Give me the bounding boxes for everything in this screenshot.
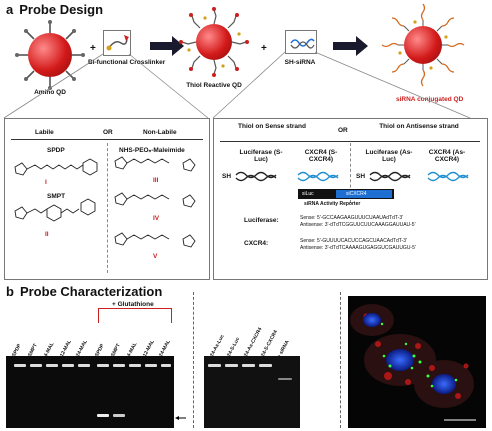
sirna-duplexes [235, 171, 469, 182]
numeral-v: V [153, 253, 158, 260]
glutathione-label: + Glutathione [110, 301, 156, 308]
cx-sense-seq: Sense: 5'-GUUUUCACUCCAGCUAACAdTdT-3' [300, 238, 407, 244]
header-rule-left [11, 139, 203, 140]
labile-header: Labile [35, 129, 54, 136]
sh-sirna-box [285, 30, 317, 54]
sh-label-1: SH [222, 173, 232, 180]
numeral-ii: II [45, 231, 49, 238]
thiol-qd-sphere [196, 24, 232, 60]
gel-band [46, 364, 58, 367]
antisense-title: Thiol on Antisense strand [379, 123, 459, 130]
gel-band [161, 364, 171, 367]
fluorescence-micrograph [348, 296, 486, 428]
gel-band [62, 364, 74, 367]
reporter-bar: siLuc siCXCR4 [298, 189, 394, 199]
cell-image [350, 304, 476, 421]
conj-qd-sirnas [381, 3, 465, 87]
gel-band [259, 364, 272, 367]
gel-image-2 [204, 356, 300, 428]
sirna-icon [290, 38, 315, 49]
sh-label-2: SH [356, 173, 366, 180]
gel-band [30, 364, 42, 367]
gel-band [208, 364, 221, 367]
glutathione-bracket [98, 308, 172, 323]
siluc-segment: siLuc [302, 191, 314, 197]
gel-band [225, 364, 238, 367]
spdp-name: SPDP [47, 147, 65, 154]
released-sirna-band [113, 414, 125, 417]
gel-band [14, 364, 26, 367]
cx-antisense-seq: Antisense: 3'-dTdTCAAAAGUGAGGUCGAUUGU-5' [300, 245, 416, 251]
plus-sign-2: + [261, 43, 267, 54]
col-as-luc: Luciferase (As-Luc) [365, 149, 413, 163]
numeral-iv: IV [153, 215, 160, 222]
sense-title: Thiol on Sense strand [238, 123, 306, 130]
free-sirna-band [278, 378, 292, 380]
gel-band [242, 364, 255, 367]
gel-divider-2 [340, 292, 341, 428]
gel-band [97, 364, 109, 367]
amino-qd-sphere [28, 33, 72, 77]
amino-qd-label: Amino QD [34, 89, 66, 96]
crosslinker-box [103, 30, 131, 56]
gel-band [78, 364, 90, 367]
crosslinker-label: Bi-functional Crosslinker [88, 59, 166, 66]
sirna-panel: Thiol on Sense strand OR Thiol on Antise… [213, 118, 488, 280]
sicxcr4-label: siCXCR4 [346, 191, 367, 197]
thiol-qd-label: Thiol Reactive QD [186, 82, 242, 89]
thiol-qd-linkers [179, 7, 249, 77]
non-labile-header: Non-Labile [143, 129, 177, 136]
header-rule-right [220, 141, 480, 142]
col-as-cxcr4: CXCR4 (As-CXCR4) [428, 149, 466, 163]
col-s-luc: Luciferase (S-Luc) [239, 149, 283, 163]
crosslinker-panel: Labile OR Non-Labile SPDP I [4, 118, 210, 280]
numeral-iii: III [153, 177, 159, 184]
sh-sirna-label: SH-siRNA [284, 59, 316, 66]
crosslinker-icon [106, 35, 129, 51]
conj-qd-label: siRNA conjugated QD [396, 96, 464, 103]
or-header-right: OR [338, 127, 348, 134]
callout-lines [3, 51, 471, 119]
gel-band [113, 364, 125, 367]
panel-divider [107, 143, 108, 273]
gel-divider [193, 292, 194, 428]
luc-seq-label: Luciferase: [244, 217, 279, 224]
released-sirna-band [97, 414, 109, 417]
smpt-name: SMPT [47, 193, 66, 200]
amino-qd-spikes [15, 20, 85, 90]
conj-qd-sphere [404, 26, 442, 64]
sicxcr4-segment: siCXCR4 [336, 190, 392, 198]
plus-sign-1: + [90, 43, 96, 54]
gel-band [145, 364, 157, 367]
numeral-i: I [45, 179, 47, 186]
cx-seq-label: CXCR4: [244, 240, 269, 247]
scheme-arrows [150, 36, 368, 56]
gel-band [129, 364, 141, 367]
luc-sense-seq: Sense: 5'-GCCAAGAAGUUUCUAAUAdTdT-3' [300, 215, 404, 221]
col-s-cxcr4: CXCR4 (S-CXCR4) [304, 149, 338, 163]
nhs-peo-name: NHS-PEOₙ-Maleimide [119, 147, 185, 154]
luc-antisense-seq: Antisense: 3'-dTdTCGGUUCUUCAAAGGAUUAU-5' [300, 222, 416, 228]
panel-divider-right [350, 143, 351, 203]
chemical-structures [14, 156, 196, 248]
or-header-left: OR [103, 129, 113, 136]
reporter-label: siRNA Activity Reporter [304, 201, 361, 207]
gel-image-1 [6, 356, 174, 428]
